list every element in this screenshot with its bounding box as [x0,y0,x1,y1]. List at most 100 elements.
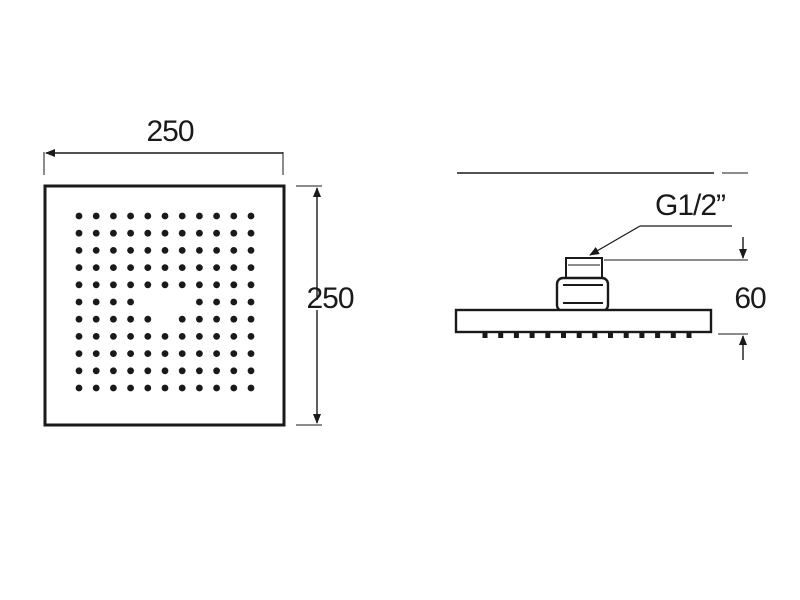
nozzle-dot [127,350,134,357]
front-view: 250 250 [43,115,355,427]
nozzle-dot [213,367,221,375]
nozzle-dot [196,367,203,375]
nozzle-dot [247,229,255,237]
nozzle-dot [127,212,134,220]
nozzle-dot [230,281,238,289]
nozzle-dot [110,247,117,254]
nozzle-dot [161,367,169,375]
side-nozzle [498,333,504,338]
nozzle-dot [144,264,152,271]
side-nozzle [482,333,488,338]
nozzle-dot [75,333,83,340]
nozzle-dot [213,247,221,254]
nozzle-dot [144,281,152,289]
nozzle-dot [247,247,255,254]
nozzle-dot [110,367,117,375]
nozzle-dot [127,281,134,289]
nozzle-dot [75,281,83,289]
nozzle-dot [144,315,152,323]
nozzle-dot [75,212,83,220]
nozzle-dot [161,264,169,271]
nozzle-dot [144,384,152,392]
nozzle-dot [213,264,221,271]
swivel-joint [555,276,610,313]
nozzle-dot [213,315,221,323]
nozzle-grid [75,212,255,392]
nozzle-dot [92,229,100,237]
side-nozzle [529,333,535,338]
nozzle-dot [110,281,117,289]
nozzle-dot [230,350,238,357]
nozzle-dot [92,384,100,392]
nozzle-dot [196,384,203,392]
nozzle-dot [161,350,169,357]
nozzle-dot [75,367,83,375]
nozzle-dot [247,367,255,375]
nozzle-dot [247,315,255,323]
nozzle-dot [75,350,83,357]
height-dimension-label: 250 [306,282,353,315]
nozzle-dot [247,212,255,220]
nozzle-dot [127,315,134,323]
nozzle-dot [75,229,83,237]
nozzle-dot [213,229,221,237]
nozzle-dot [161,229,169,237]
nozzle-dot [178,350,186,357]
nozzle-dot [127,247,134,254]
nozzle-dot [247,281,255,289]
side-nozzle [513,333,519,338]
nozzle-dot [161,247,169,254]
nozzle-dot [144,350,152,357]
nozzle-dot [92,264,100,271]
nozzle-dot [196,264,203,271]
nozzle-dot [230,212,238,220]
nozzle-dot [213,350,221,357]
nozzle-dot [92,315,100,323]
nozzle-dot [75,298,83,306]
side-nozzle [545,333,551,338]
nozzle-dot [161,384,169,392]
side-view: G1/2” 60 [454,172,767,360]
nozzle-dot [230,298,238,306]
width-dimension-label: 250 [146,115,193,148]
nozzle-dot [144,333,152,340]
nozzle-dot [178,367,186,375]
side-nozzle [592,333,598,338]
nozzle-dot [196,315,203,323]
nozzle-dot [196,281,203,289]
nozzle-dot [110,350,117,357]
nozzle-dot [161,333,169,340]
nozzle-dot [161,281,169,289]
nozzle-dot [92,281,100,289]
nozzle-dot [178,212,186,220]
nozzle-dot [127,367,134,375]
nozzle-dot [75,264,83,271]
nozzle-dot [247,298,255,306]
side-nozzle [608,333,613,338]
nozzle-dot [92,333,100,340]
nozzle-dot [92,247,100,254]
nozzle-dot [247,264,255,271]
height60-label: 60 [734,282,766,315]
connector-nut [565,257,603,279]
nozzle-dot [144,367,152,375]
shower-head-body [454,308,713,334]
nozzle-dot [178,264,186,271]
side-nozzles [482,333,692,338]
nozzle-dot [110,298,117,306]
nozzle-dot [213,333,221,340]
nozzle-dot [178,384,186,392]
nozzle-dot [178,281,186,289]
nozzle-dot [75,247,83,254]
nozzle-dot [92,298,100,306]
nozzle-dot [213,384,221,392]
nozzle-dot [196,350,203,357]
nozzle-dot [230,315,238,323]
nozzle-dot [110,212,117,220]
side-nozzle [655,333,661,338]
nozzle-dot [196,333,203,340]
nozzle-dot [196,229,203,237]
nozzle-dot [75,384,83,392]
nozzle-dot [92,367,100,375]
nozzle-dot [178,315,186,323]
